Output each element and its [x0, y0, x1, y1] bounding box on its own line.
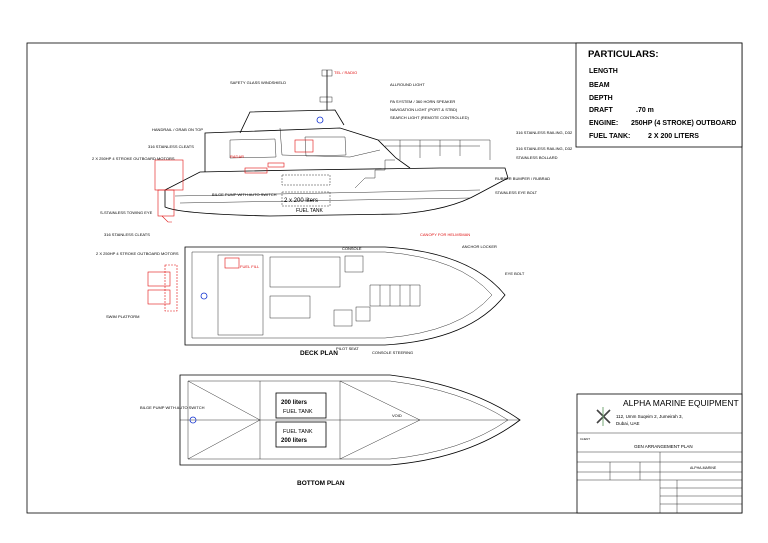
deck-label-steering: CONSOLE STEERING [372, 350, 413, 355]
company-address-2: Dubai, UAE [616, 421, 640, 426]
particulars-fuel-value: 2 X 200 LITERS [648, 133, 699, 140]
title-block: ALPHA MARINE EQUIPMENT 112, Umm Suqeim 2… [576, 393, 743, 514]
deck-label-swim: SWIM PLATFORM [106, 314, 139, 319]
deck-label-engines: 2 X 250HP 4 STROKE OUTBOARD MOTORS [96, 251, 179, 256]
profile-view: ALLROUND LIGHT PA SYSTEM / 360 HORN SPEA… [92, 69, 573, 223]
profile-label-engine: 2 X 250HP 4 STROKE OUTBOARD MOTORS [92, 156, 175, 161]
deck-label-canopy: CANOPY FOR HELMSMAN [420, 232, 470, 237]
deck-label-console: CONSOLE [342, 246, 362, 251]
bottom-label-void: VOID [392, 413, 402, 418]
sheet-border [26, 42, 743, 514]
bottom-fuel-tank-1 [275, 392, 327, 419]
bottom-tank2-name: FUEL TANK [283, 429, 313, 435]
bottom-label-bilge: BILGE PUMP WITH AUTO SWITCH [140, 405, 205, 410]
profile-label-bilge: BILGE PUMP WITH AUTO SWITCH [212, 192, 277, 197]
particulars-draft-label: DRAFT [589, 107, 613, 114]
particulars-engine-value: 250HP (4 STROKE) OUTBOARD [631, 120, 736, 127]
deck-plan-title: DECK PLAN [300, 350, 338, 357]
profile-label-eye: STAINLESS EYE BOLT [495, 190, 538, 195]
deck-label-cleats: 316 STAINLESS CLEATS [104, 232, 150, 237]
profile-label-rail-side: 316 STAINLESS RAILING, D32 [516, 146, 573, 151]
particulars-heading: PARTICULARS: [588, 49, 659, 60]
deck-plan-view: 316 STAINLESS CLEATS 2 X 250HP 4 STROKE … [96, 232, 525, 357]
profile-label-rail-top: 316 STAINLESS RAILING, D32 [516, 130, 573, 135]
profile-label-cleats: 316 STAINLESS CLEATS [148, 144, 194, 149]
profile-label-pa-system: PA SYSTEM / 360 HORN SPEAKER [390, 99, 455, 104]
company-name: ALPHA MARINE EQUIPMENT [623, 398, 739, 408]
particulars-depth-label: DEPTH [589, 95, 613, 102]
profile-label-bumper: RUBBER BUMPER / RUBRAD [495, 176, 550, 181]
bottom-plan-title: BOTTOM PLAN [297, 480, 345, 487]
bottom-tank2-qty: 200 liters [281, 438, 308, 444]
bottom-plan-view: 200 liters FUEL TANK FUEL TANK 200 liter… [140, 374, 521, 487]
particulars-engine-label: ENGINE: [589, 120, 618, 127]
bottom-tank1-qty: 200 liters [281, 400, 308, 406]
particulars-box: PARTICULARS: LENGTH BEAM DEPTH DRAFT .70… [575, 42, 743, 148]
deck-label-fuel-fill: FUEL FILL [240, 264, 260, 269]
drawing-title: GEN ARRANGEMENT PLAN [634, 444, 693, 449]
profile-label-red-mid: RADAR [230, 154, 244, 159]
profile-label-search-light: SEARCH LIGHT (REMOTE CONTROLLED) [390, 115, 469, 120]
deck-label-anchor: ANCHOR LOCKER [462, 244, 497, 249]
profile-label-handrail: HANDRAIL / GRAB ON TOP [152, 127, 203, 132]
particulars-fuel-label: FUEL TANK: [589, 133, 630, 140]
client-label: CLIENT [580, 437, 590, 441]
particulars-draft-value: .70 m [636, 107, 654, 114]
bottom-tank1-name: FUEL TANK [283, 409, 313, 415]
profile-label-mast-light: ALLROUND LIGHT [390, 82, 425, 87]
drawing-number: ALPHA-MARINE [690, 466, 717, 470]
profile-label-fuel-tank: FUEL TANK [296, 208, 324, 214]
profile-label-cleats-lower: S-STAINLESS TOWING EYE [100, 210, 153, 215]
profile-label-red-top: TEL / RADIO [334, 70, 357, 75]
profile-label-safety-glass: SAFETY GLASS WINDSHIELD [230, 80, 286, 85]
profile-label-fuel-qty: 2 x 200 liters [284, 198, 318, 204]
deck-label-eye: EYE BOLT [505, 271, 525, 276]
particulars-beam-label: BEAM [589, 82, 610, 89]
company-address-1: 112, Umm Suqeim 2, Jumeirah 3, [616, 414, 683, 419]
profile-label-bollard: STAINLESS BOLLARD [516, 155, 558, 160]
company-logo [596, 407, 611, 426]
deck-label-pilot: PILOT SEAT [336, 346, 359, 351]
particulars-length-label: LENGTH [589, 68, 618, 75]
profile-label-nav-light: NAVIGATION LIGHT (PORT & STBD) [390, 107, 458, 112]
bottom-fuel-tank-2 [275, 421, 327, 448]
